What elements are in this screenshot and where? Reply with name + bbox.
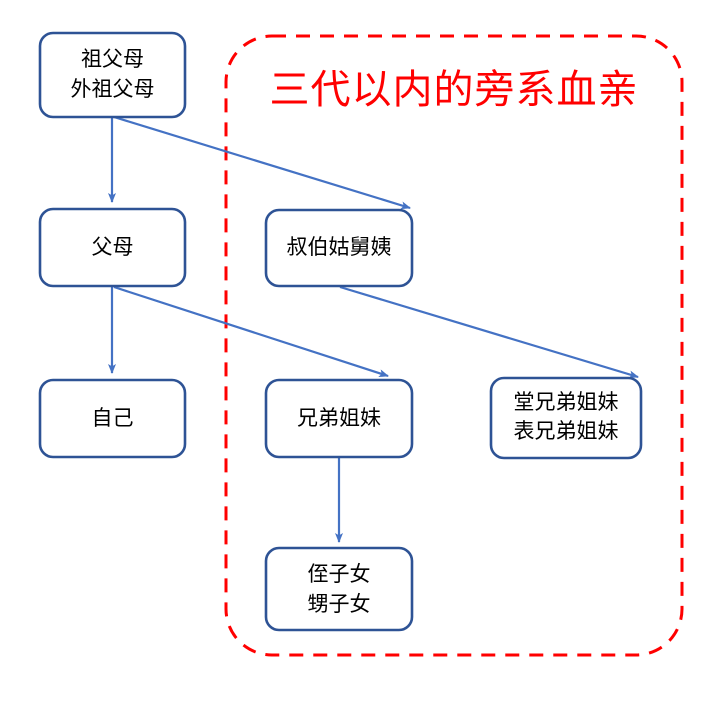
node-uncles-aunts-box[interactable] <box>264 208 414 288</box>
group-title: 三代以内的旁系血亲 <box>270 67 639 113</box>
node-siblings-box[interactable] <box>264 378 414 459</box>
node-grandparents-box[interactable] <box>38 31 187 119</box>
node-nephews-nieces-label-line1: 侄子女 <box>308 562 371 586</box>
edge-parents-to-siblings <box>113 285 389 378</box>
node-nephews-nieces[interactable]: 侄子女 甥子女 <box>264 546 414 632</box>
node-grandparents-label-line2: 外祖父母 <box>71 77 155 101</box>
node-parents-box[interactable] <box>38 207 187 288</box>
node-cousins-box[interactable] <box>489 376 643 460</box>
node-cousins-label-line1: 堂兄弟姐妹 <box>514 390 619 414</box>
node-nephews-nieces-label-line2: 甥子女 <box>308 592 371 616</box>
node-nephews-nieces-box[interactable] <box>264 546 414 632</box>
node-siblings-label: 兄弟姐妹 <box>297 406 381 430</box>
edge-grandparents-to-uncles <box>113 115 411 210</box>
node-cousins-label-line2: 表兄弟姐妹 <box>514 419 619 443</box>
node-grandparents[interactable]: 祖父母 外祖父母 <box>38 31 187 119</box>
node-self[interactable]: 自己 <box>38 378 187 459</box>
node-uncles-aunts[interactable]: 叔伯姑舅姨 <box>264 208 414 288</box>
node-cousins[interactable]: 堂兄弟姐妹 表兄弟姐妹 <box>489 376 643 460</box>
node-parents[interactable]: 父母 <box>38 207 187 288</box>
node-uncles-aunts-label: 叔伯姑舅姨 <box>287 235 392 259</box>
edge-layer <box>108 115 639 543</box>
edge-uncles-to-cousins <box>339 285 639 379</box>
node-grandparents-label-line1: 祖父母 <box>81 47 144 71</box>
node-self-label: 自己 <box>92 406 134 430</box>
node-siblings[interactable]: 兄弟姐妹 <box>264 378 414 459</box>
node-self-box[interactable] <box>38 378 187 459</box>
collateral-relatives-group-frame <box>224 34 684 657</box>
node-parents-label: 父母 <box>92 235 134 259</box>
